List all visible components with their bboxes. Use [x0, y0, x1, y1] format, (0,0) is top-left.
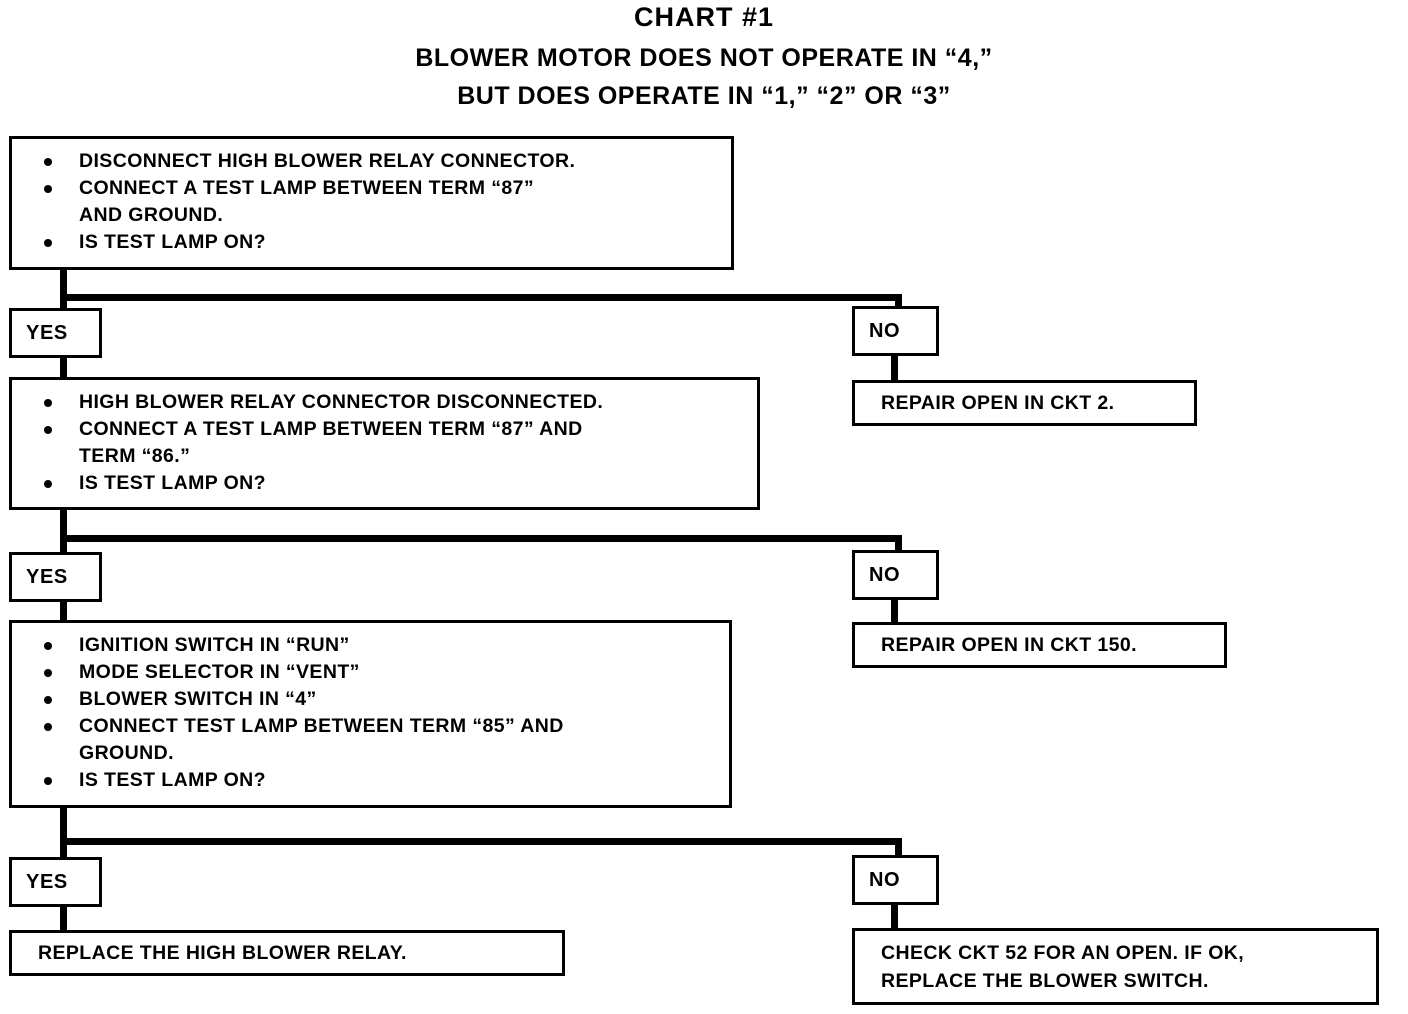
list-item: HIGH BLOWER RELAY CONNECTOR DISCONNECTED…	[12, 389, 751, 416]
result-replace-high-blower-relay: REPLACE THE HIGH BLOWER RELAY.	[9, 930, 565, 976]
list-item: DISCONNECT HIGH BLOWER RELAY CONNECTOR.	[12, 148, 725, 175]
step-2-test-box: HIGH BLOWER RELAY CONNECTOR DISCONNECTED…	[9, 377, 760, 510]
list-item: BLOWER SWITCH IN “4”	[12, 686, 723, 713]
connector-step2-branch	[60, 535, 902, 542]
branch-no-1[interactable]: NO	[852, 306, 939, 356]
list-item: MODE SELECTOR IN “VENT”	[12, 659, 723, 686]
list-item: CONNECT A TEST LAMP BETWEEN TERM “87” AN…	[12, 416, 751, 443]
branch-yes-2[interactable]: YES	[9, 552, 102, 602]
result-check-ckt-52-text: CHECK CKT 52 FOR AN OPEN. IF OK, REPLACE…	[881, 939, 1244, 995]
step-2-bullet-list: HIGH BLOWER RELAY CONNECTOR DISCONNECTED…	[12, 389, 751, 497]
page-subtitle-line-1: BLOWER MOTOR DOES NOT OPERATE IN “4,”	[415, 44, 993, 72]
list-item: CONNECT A TEST LAMP BETWEEN TERM “87”	[12, 175, 725, 202]
step-1-test-box: DISCONNECT HIGH BLOWER RELAY CONNECTOR. …	[9, 136, 734, 270]
list-item: TERM “86.”	[79, 445, 191, 467]
page-title: CHART #1	[633, 2, 775, 32]
list-item: IS TEST LAMP ON?	[12, 229, 725, 256]
branch-yes-1[interactable]: YES	[9, 308, 102, 358]
list-item: CONNECT TEST LAMP BETWEEN TERM “85” AND	[12, 713, 723, 740]
branch-yes-3[interactable]: YES	[9, 857, 102, 907]
list-item: AND GROUND.	[79, 204, 224, 226]
result-repair-ckt-150: REPAIR OPEN IN CKT 150.	[852, 622, 1227, 668]
connector-step2-down	[60, 510, 67, 552]
connector-yes1-down	[60, 356, 67, 380]
branch-no-2[interactable]: NO	[852, 550, 939, 600]
branch-no-3[interactable]: NO	[852, 855, 939, 905]
result-check-ckt-52: CHECK CKT 52 FOR AN OPEN. IF OK, REPLACE…	[852, 928, 1379, 1005]
step-3-test-box: IGNITION SWITCH IN “RUN” MODE SELECTOR I…	[9, 620, 732, 808]
list-item: IS TEST LAMP ON?	[12, 767, 723, 794]
connector-step1-branch	[60, 294, 902, 301]
connector-yes3-down	[60, 905, 67, 931]
connector-step2-to-no	[895, 535, 902, 552]
result-line-2: REPLACE THE BLOWER SWITCH.	[881, 969, 1209, 992]
list-item: IS TEST LAMP ON?	[12, 470, 751, 497]
connector-step1-to-no	[895, 294, 902, 308]
page-subtitle-line-2: BUT DOES OPERATE IN “1,” “2” OR “3”	[457, 82, 951, 110]
step-1-bullet-list: DISCONNECT HIGH BLOWER RELAY CONNECTOR. …	[12, 148, 725, 256]
list-item: IGNITION SWITCH IN “RUN”	[12, 632, 723, 659]
result-line-1: CHECK CKT 52 FOR AN OPEN. IF OK,	[881, 941, 1245, 964]
connector-step3-down	[60, 808, 67, 857]
connector-yes2-down	[60, 600, 67, 622]
list-item: GROUND.	[79, 742, 174, 764]
connector-step1-down	[60, 270, 67, 308]
result-repair-ckt-2: REPAIR OPEN IN CKT 2.	[852, 380, 1197, 426]
connector-no3-down	[891, 903, 898, 929]
connector-step3-branch	[60, 838, 902, 845]
connector-no2-down	[891, 598, 898, 624]
step-3-bullet-list: IGNITION SWITCH IN “RUN” MODE SELECTOR I…	[12, 632, 723, 794]
connector-step3-to-no	[895, 838, 902, 857]
connector-no1-down	[891, 354, 898, 382]
